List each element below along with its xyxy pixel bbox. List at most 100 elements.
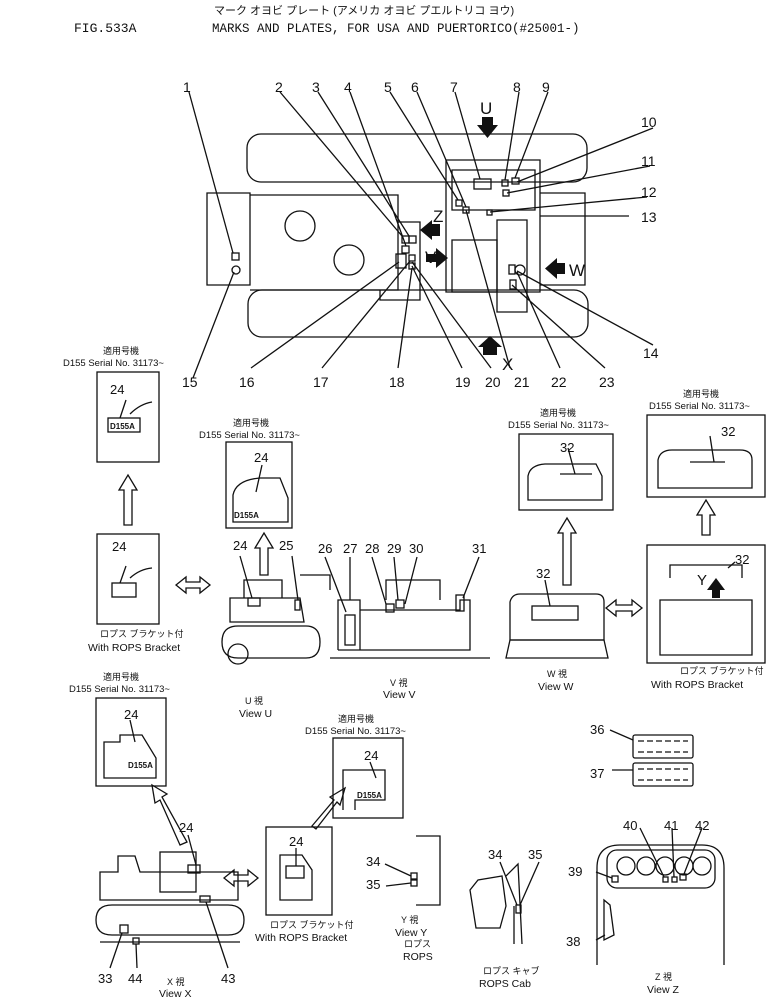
callout-18: 18 xyxy=(389,374,405,390)
main-callouts: 1 2 3 4 5 6 7 8 9 10 11 12 13 14 15 16 1… xyxy=(182,79,659,390)
callout-10: 10 xyxy=(641,114,657,130)
svg-text:D155 Serial No. 31173~: D155 Serial No. 31173~ xyxy=(305,726,406,737)
callout-6: 6 xyxy=(411,79,419,95)
svg-text:D155 Serial No. 31173~: D155 Serial No. 31173~ xyxy=(649,401,750,412)
title-english: MARKS AND PLATES, FOR USA AND PUERTORICO… xyxy=(212,22,580,36)
arrow-u-icon xyxy=(477,117,498,138)
svg-text:View X: View X xyxy=(159,988,192,997)
serial-block-2: 適用号機 D155 Serial No. 31173~ xyxy=(199,417,300,441)
detail-24-center: D155A 24 xyxy=(332,737,404,819)
svg-text:ロプス ブラケット付: ロプス ブラケット付 xyxy=(270,919,354,930)
double-arrow-icon xyxy=(604,598,644,618)
svg-text:適用号機: 適用号機 xyxy=(540,407,576,418)
svg-text:U 視: U 視 xyxy=(245,695,263,706)
plate-3 xyxy=(408,235,417,244)
svg-text:30: 30 xyxy=(409,541,423,556)
hatched-arrow-up-icon xyxy=(695,498,717,536)
view-z-detail: 40 41 42 39 38 Z 視 View Z xyxy=(566,818,725,996)
callout-5: 5 xyxy=(384,79,392,95)
svg-text:D155 Serial No. 31173~: D155 Serial No. 31173~ xyxy=(63,358,164,369)
svg-text:D155 Serial No. 31173~: D155 Serial No. 31173~ xyxy=(508,420,609,431)
callout-4: 4 xyxy=(344,79,352,95)
svg-text:V 視: V 視 xyxy=(390,677,408,688)
radiator xyxy=(496,219,528,313)
svg-text:39: 39 xyxy=(568,864,582,879)
svg-text:24: 24 xyxy=(233,538,247,553)
svg-text:35: 35 xyxy=(528,847,542,862)
arrow-y-icon xyxy=(707,578,725,598)
engine-hood xyxy=(445,159,541,293)
arrow-w-icon xyxy=(545,258,565,279)
detail-24-left: D155A 24 xyxy=(95,697,188,846)
hatched-arrow-icon xyxy=(151,783,188,846)
plate-22 xyxy=(514,264,526,276)
arrow-w-label: W xyxy=(569,261,585,280)
svg-text:34: 34 xyxy=(366,854,380,869)
svg-text:D155A: D155A xyxy=(357,791,382,800)
svg-text:With ROPS Bracket: With ROPS Bracket xyxy=(88,642,180,654)
serial-block-6: 適用号機 D155 Serial No. 31173~ xyxy=(305,713,406,737)
svg-text:41: 41 xyxy=(664,818,678,833)
svg-text:33: 33 xyxy=(98,971,112,986)
svg-text:View Z: View Z xyxy=(647,984,679,996)
callout-11: 11 xyxy=(641,153,656,169)
callout-1: 1 xyxy=(183,79,191,95)
hatched-arrow-icon xyxy=(311,786,347,830)
svg-text:D155A: D155A xyxy=(110,422,135,431)
arrow-x-icon xyxy=(478,336,502,355)
tank-cap-right xyxy=(333,244,365,276)
detail-32-rops: 32 Y 32 ロプス ブラケット付 With ROPS Bracket xyxy=(646,414,766,691)
svg-text:D155A: D155A xyxy=(234,511,259,520)
plate-4 xyxy=(401,245,410,254)
svg-text:D155 Serial No. 31173~: D155 Serial No. 31173~ xyxy=(199,430,300,441)
callout-8: 8 xyxy=(513,79,521,95)
plate-7 xyxy=(473,178,492,190)
front-blade xyxy=(540,192,586,286)
svg-text:適用号機: 適用号機 xyxy=(103,671,139,682)
callout-15: 15 xyxy=(182,374,198,390)
plate-17 xyxy=(408,254,416,262)
svg-text:適用号機: 適用号機 xyxy=(338,713,374,724)
callout-22: 22 xyxy=(551,374,567,390)
callout-20: 20 xyxy=(485,374,501,390)
svg-text:ロプス: ロプス xyxy=(404,939,431,949)
callout-9: 9 xyxy=(542,79,550,95)
svg-text:43: 43 xyxy=(221,971,235,986)
engine-top xyxy=(451,169,536,211)
svg-text:W 視: W 視 xyxy=(547,668,567,679)
svg-text:With ROPS Bracket: With ROPS Bracket xyxy=(255,932,347,944)
view-y-detail: 34 35 Y 視 View Y ロプス ROPS xyxy=(366,835,441,963)
view-w-detail: 32 32 W 視 View W xyxy=(505,433,644,693)
svg-text:28: 28 xyxy=(365,541,379,556)
svg-text:35: 35 xyxy=(366,877,380,892)
engine-side xyxy=(451,239,498,293)
hatched-arrow-up-icon xyxy=(556,516,578,586)
svg-text:40: 40 xyxy=(623,818,637,833)
svg-text:Z 視: Z 視 xyxy=(655,971,672,982)
svg-text:32: 32 xyxy=(536,566,550,581)
svg-text:Y: Y xyxy=(697,572,707,589)
callout-16: 16 xyxy=(239,374,255,390)
callout-17: 17 xyxy=(313,374,329,390)
callout-19: 19 xyxy=(455,374,471,390)
callout-12: 12 xyxy=(641,184,657,200)
svg-text:View W: View W xyxy=(538,681,573,693)
plates-36-37: 36 37 xyxy=(590,722,694,787)
plate-d155a xyxy=(107,417,141,433)
svg-text:32: 32 xyxy=(560,440,574,455)
callout-14: 14 xyxy=(643,345,659,361)
double-arrow-icon xyxy=(174,575,212,595)
svg-text:適用号機: 適用号機 xyxy=(103,345,139,356)
callout-23: 23 xyxy=(599,374,615,390)
svg-text:D155A: D155A xyxy=(128,761,153,770)
svg-text:34: 34 xyxy=(488,847,502,862)
serial-block-4: 適用号機 D155 Serial No. 31173~ xyxy=(649,388,750,412)
svg-text:ROPS Cab: ROPS Cab xyxy=(479,978,531,990)
svg-text:Y 視: Y 視 xyxy=(401,914,418,925)
svg-text:42: 42 xyxy=(695,818,709,833)
svg-text:24: 24 xyxy=(254,450,268,465)
plate-12 xyxy=(486,209,493,216)
svg-text:ROPS: ROPS xyxy=(403,951,433,963)
serial-block-1: 適用号機 D155 Serial No. 31173~ xyxy=(63,345,164,369)
